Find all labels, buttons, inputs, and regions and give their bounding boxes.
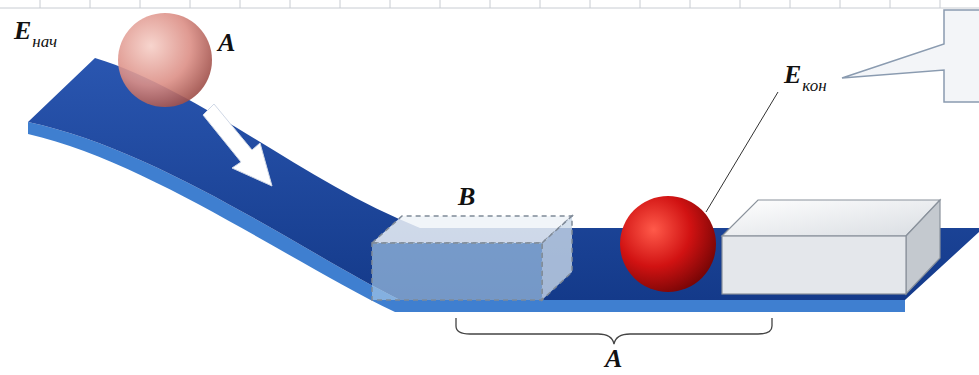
point-label: A <box>218 30 235 56</box>
point-label: B <box>458 184 475 210</box>
callout-bubble <box>842 10 979 102</box>
energy-symbol: E <box>784 62 801 88</box>
start-ball <box>118 13 212 107</box>
energy-subscript: нач <box>32 33 57 50</box>
motion-arrow <box>203 104 272 186</box>
distance-label: A <box>605 346 622 372</box>
leader-line <box>706 92 778 212</box>
end-ball <box>620 196 716 292</box>
distance-brace <box>456 318 772 344</box>
solid-block <box>722 200 940 294</box>
ghost-block <box>372 216 572 300</box>
energy-subscript: кон <box>802 77 826 94</box>
energy-symbol: E <box>14 18 31 44</box>
ruler-strip <box>0 0 979 8</box>
